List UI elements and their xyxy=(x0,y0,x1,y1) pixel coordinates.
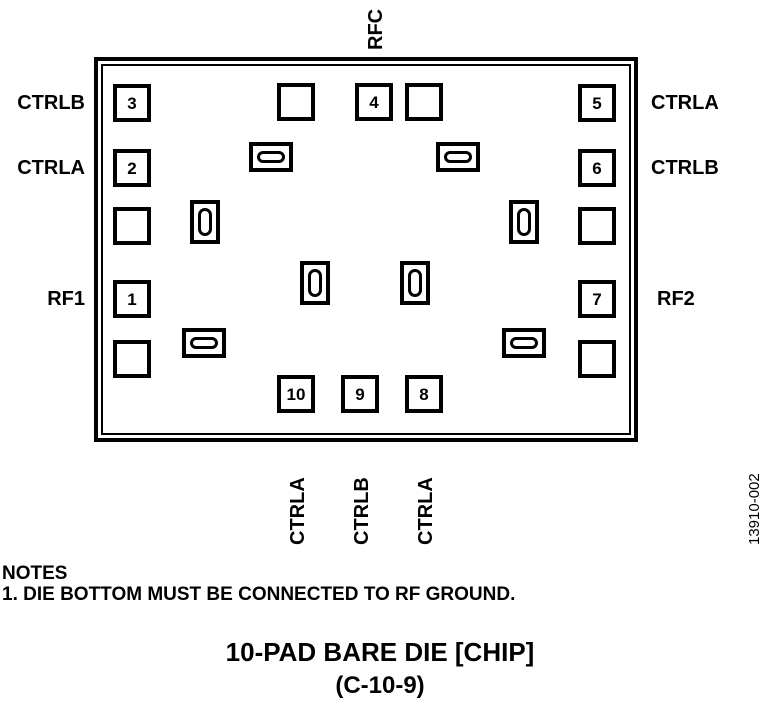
pad-right-5[interactable] xyxy=(578,340,616,378)
pad-bottom-8[interactable]: 8 xyxy=(405,375,443,413)
bump-capsule xyxy=(308,269,322,297)
document-code: 13910-002 xyxy=(746,473,760,545)
bump-pad-mid-right[interactable] xyxy=(509,200,539,244)
signal-label-bottom-ctrla-8: CTRLA xyxy=(415,477,437,545)
signal-label-right-ctrla: CTRLA xyxy=(651,92,719,114)
signal-label-left-ctrlb: CTRLB xyxy=(17,92,85,114)
diagram-title: 10-PAD BARE DIE [CHIP] xyxy=(225,637,535,667)
pad-left-3[interactable] xyxy=(113,207,151,245)
bump-pad-mid-left[interactable] xyxy=(190,200,220,244)
pad-number: 10 xyxy=(286,384,306,404)
pad-top-2[interactable]: 4 xyxy=(355,83,393,121)
pad-left-5[interactable] xyxy=(113,340,151,378)
pad-bottom-10[interactable]: 10 xyxy=(277,375,315,413)
signal-label-left-rf1: RF1 xyxy=(47,288,85,310)
pad-top-1[interactable] xyxy=(277,83,315,121)
pad-number: 7 xyxy=(592,289,602,309)
bump-pad-center-left[interactable] xyxy=(300,261,330,305)
bump-pad-bottom-right[interactable] xyxy=(502,328,546,358)
pad-number: 4 xyxy=(369,92,379,112)
diagram-subtitle: (C-10-9) xyxy=(335,672,425,699)
signal-label-top-rfc: RFC xyxy=(365,8,387,50)
bump-capsule xyxy=(257,151,285,163)
signal-label-right-ctrlb: CTRLB xyxy=(651,157,719,179)
signal-label-left-ctrla: CTRLA xyxy=(17,157,85,179)
bump-capsule xyxy=(510,337,538,349)
notes-item-1: 1. DIE BOTTOM MUST BE CONNECTED TO RF GR… xyxy=(2,584,516,605)
signal-label-bottom-ctrla-10: CTRLA xyxy=(287,477,309,545)
bump-capsule xyxy=(190,337,218,349)
pad-number: 9 xyxy=(355,384,365,404)
bump-pad-top-right[interactable] xyxy=(436,142,480,172)
pad-number: 8 xyxy=(419,384,429,404)
pad-number: 3 xyxy=(127,93,137,113)
bump-capsule xyxy=(198,208,212,236)
pad-bottom-9[interactable]: 9 xyxy=(341,375,379,413)
pad-number: 5 xyxy=(592,93,602,113)
bump-capsule xyxy=(408,269,422,297)
pad-right-3[interactable] xyxy=(578,207,616,245)
pad-top-3[interactable] xyxy=(405,83,443,121)
bump-pad-center-right[interactable] xyxy=(400,261,430,305)
bump-pad-bottom-left[interactable] xyxy=(182,328,226,358)
signal-label-right-rf2: RF2 xyxy=(657,288,695,310)
pad-left-1[interactable]: 3 xyxy=(113,84,151,122)
pad-number: 6 xyxy=(592,158,602,178)
pad-left-4[interactable]: 1 xyxy=(113,280,151,318)
bump-pad-top-left[interactable] xyxy=(249,142,293,172)
pad-right-4[interactable]: 7 xyxy=(578,280,616,318)
pad-number: 1 xyxy=(127,289,137,309)
notes-heading: NOTES xyxy=(2,563,68,584)
signal-label-bottom-ctrlb-9: CTRLB xyxy=(351,477,373,545)
pad-right-1[interactable]: 5 xyxy=(578,84,616,122)
pad-number: 2 xyxy=(127,158,137,178)
bump-capsule xyxy=(517,208,531,236)
pad-right-2[interactable]: 6 xyxy=(578,149,616,187)
pad-left-2[interactable]: 2 xyxy=(113,149,151,187)
die-outline-inner-rule xyxy=(101,64,631,435)
bump-capsule xyxy=(444,151,472,163)
